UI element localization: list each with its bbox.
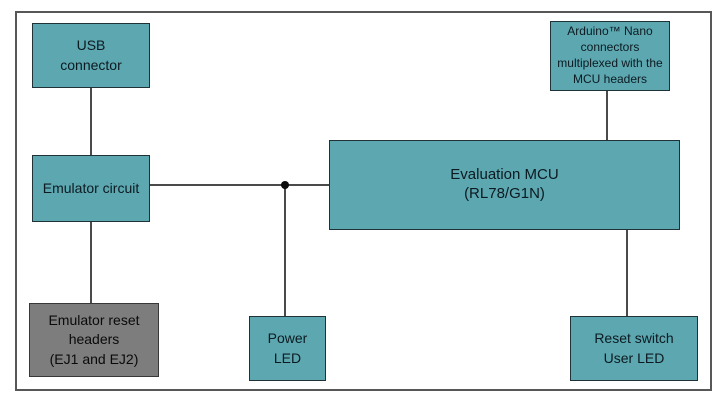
block-label-line: headers (68, 331, 120, 348)
block-label-line: Arduino™ Nano (567, 24, 653, 39)
diagram-frame (15, 11, 712, 391)
connector-emulator-to-reset-headers (90, 222, 92, 303)
block-label-line: connectors (580, 40, 640, 55)
block-label-line: LED (273, 349, 302, 366)
block-label-line: Emulator circuit (42, 179, 140, 196)
block-usb-connector: USB connector (32, 23, 150, 88)
block-label-line: Evaluation MCU (450, 166, 559, 184)
block-emulator-circuit: Emulator circuit (32, 155, 150, 222)
block-label-line: (EJ1 and EJ2) (49, 350, 139, 367)
junction-dot (281, 181, 289, 189)
block-label-line: multiplexed with the (557, 56, 663, 70)
block-label-line: MCU headers (572, 71, 648, 86)
block-reset-switch-user-led: Reset switch User LED (570, 316, 698, 381)
block-arduino-nano-connectors: Arduino™ Nano connectors multiplexed wit… (550, 21, 670, 91)
connector-emulator-to-mcu (150, 184, 329, 186)
block-label-line: connector (60, 56, 122, 73)
connector-arduino-to-mcu (606, 91, 608, 140)
block-evaluation-mcu: Evaluation MCU (RL78/G1N) (329, 140, 680, 230)
block-power-led: Power LED (249, 316, 326, 381)
block-label-line: User LED (603, 349, 665, 366)
block-label-line: Emulator reset (48, 311, 140, 328)
block-label-line: Power (267, 329, 308, 346)
block-label-line: (RL78/G1N) (464, 185, 545, 202)
connector-mcu-to-reset-switch (626, 230, 628, 316)
connector-usb-to-emulator (90, 88, 92, 155)
connector-junction-to-power-led (284, 185, 286, 316)
block-label-line: Reset switch (594, 329, 674, 346)
block-emulator-reset-headers: Emulator reset headers (EJ1 and EJ2) (29, 303, 159, 377)
block-label-line: USB (76, 36, 106, 53)
